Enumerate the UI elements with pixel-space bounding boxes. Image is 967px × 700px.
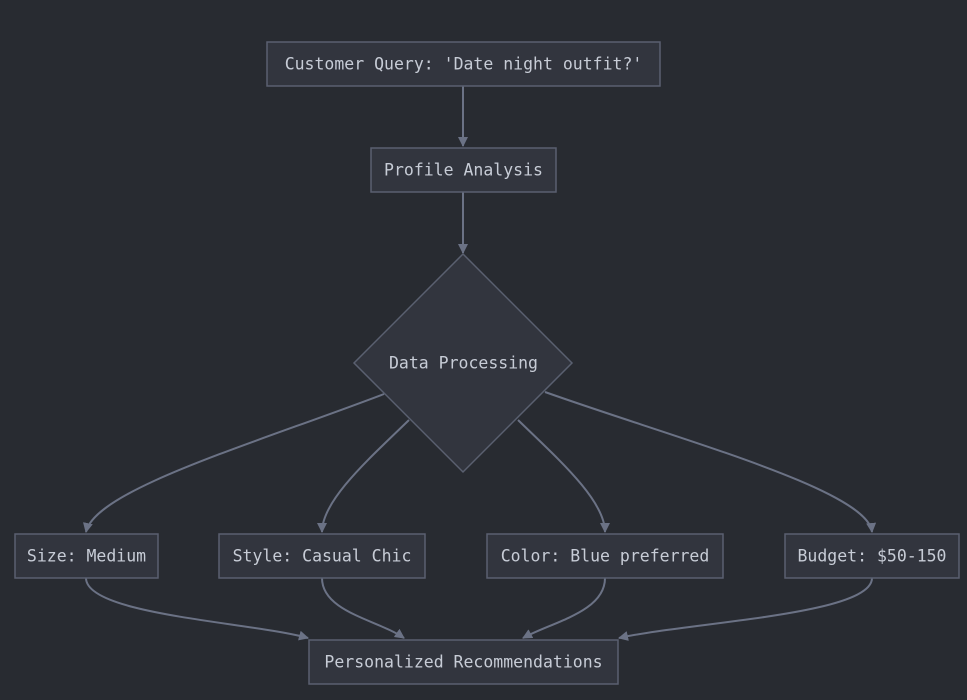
edge-style-to-recommendations: [321, 577, 405, 639]
node-style-box: [218, 533, 426, 579]
node-size: Size: Medium: [14, 533, 159, 579]
node-customer-query-box: [266, 41, 661, 87]
node-data-processing-label: Data Processing: [389, 354, 538, 373]
node-size-box: [14, 533, 159, 579]
node-profile-analysis-label: Profile Analysis: [384, 161, 543, 180]
node-color-label: Color: Blue preferred: [501, 547, 710, 566]
node-profile-analysis: Profile Analysis: [370, 147, 557, 193]
node-personalized-recommendations-label: Personalized Recommendations: [324, 653, 602, 672]
node-budget-label: Budget: $50-150: [797, 547, 946, 566]
node-data-processing: Data Processing: [352, 252, 574, 474]
node-profile-analysis-box: [370, 147, 557, 193]
node-personalized-recommendations-box: [308, 639, 619, 685]
node-style-label: Style: Casual Chic: [233, 547, 412, 566]
edges: [83, 86, 877, 641]
edge-color-to-recommendations: [522, 577, 606, 639]
node-data-processing-diamond: [352, 252, 574, 474]
node-color: Color: Blue preferred: [486, 533, 724, 579]
edge-processing-to-style: [317, 419, 410, 533]
node-customer-query: Customer Query: 'Date night outfit?': [266, 41, 661, 87]
node-budget: Budget: $50-150: [784, 533, 960, 579]
edge-processing-to-budget: [544, 391, 877, 533]
edge-budget-to-recommendations: [618, 577, 873, 641]
node-style: Style: Casual Chic: [218, 533, 426, 579]
edge-size-to-recommendations: [85, 577, 309, 641]
node-customer-query-label: Customer Query: 'Date night outfit?': [285, 55, 643, 74]
node-personalized-recommendations: Personalized Recommendations: [308, 639, 619, 685]
node-size-label: Size: Medium: [27, 547, 146, 566]
node-color-box: [486, 533, 724, 579]
edge-processing-to-size: [83, 393, 385, 533]
edge-processing-to-color: [517, 419, 610, 533]
node-budget-box: [784, 533, 960, 579]
